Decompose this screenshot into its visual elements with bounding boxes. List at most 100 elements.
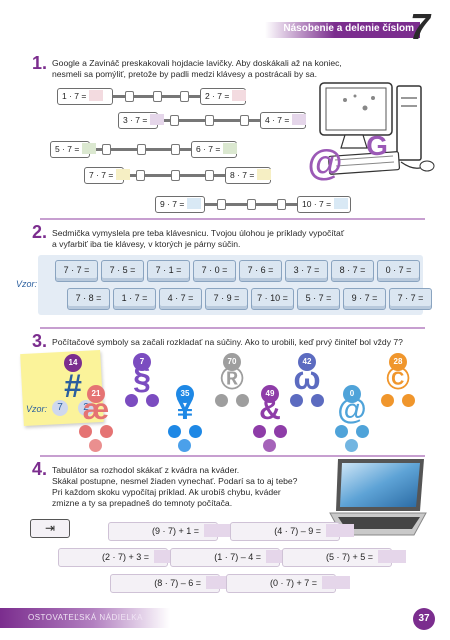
computer-symbol: ¥ [176, 393, 194, 426]
swing-ring [205, 115, 214, 126]
task3-example-label: Vzor: [26, 404, 48, 414]
swing-ring [136, 144, 146, 155]
swing-ring [277, 199, 286, 210]
factor-circle [402, 394, 415, 407]
swing-ring [152, 91, 162, 102]
keyboard-key: 7 · 7 = [55, 260, 98, 282]
swing-key-label: 10 · 7 = [302, 199, 332, 209]
answer-box[interactable] [292, 114, 307, 125]
swing-ring [171, 144, 180, 155]
swing-ring [205, 170, 214, 181]
chapter-title: Násobenie a delenie číslom [283, 23, 414, 34]
swing-key: 7 · 7 = [84, 167, 131, 184]
keyboard-key: 7 · 9 = [205, 288, 248, 310]
factor-circle [381, 394, 394, 407]
google-logo: G [366, 130, 388, 161]
separator-2 [40, 327, 425, 329]
separator-3 [40, 455, 425, 457]
computer-illustration [319, 82, 435, 175]
swing-key-label: 1 · 7 = [62, 91, 87, 101]
swing-ring [180, 91, 189, 102]
symbol-value-badge: 70 [223, 353, 241, 371]
answer-box[interactable] [257, 169, 272, 180]
keyboard-key: 8 · 7 = [331, 260, 374, 282]
footer-band [0, 608, 170, 628]
jump-block-expression: (4 · 7) – 9 = [274, 526, 321, 536]
swing-key-label: 8 · 7 = [230, 170, 255, 180]
keyboard-key: 5 · 7 = [297, 288, 340, 310]
factor-circle [146, 394, 159, 407]
task2-text-line1: Sedmička vymyslela pre teba klávesnicu. … [52, 228, 345, 238]
computer-symbol: æ [82, 393, 110, 426]
page-number: 37 [413, 608, 435, 630]
task2-text-line2: a vyfarbiť iba tie klávesy, v ktorých je… [52, 239, 241, 249]
swing-ring [240, 115, 249, 126]
jump-block: (8 · 7) – 6 = [110, 574, 234, 593]
symbol-value-badge: 28 [389, 353, 407, 371]
task4-text-line1: Tabulátor sa rozhodol skákať z kvádra na… [52, 465, 240, 475]
jump-block: (5 · 7) + 5 = [282, 548, 406, 567]
swing-key: 4 · 7 = [260, 112, 307, 129]
task4-number: 4. [32, 459, 48, 479]
answer-box[interactable] [89, 90, 104, 101]
keyboard-key: 7 · 7 = [389, 288, 432, 310]
keyboard-key: 9 · 7 = [343, 288, 386, 310]
swing-key-label: 6 · 7 = [196, 144, 221, 154]
swing-key-label: 4 · 7 = [265, 115, 290, 125]
swing-ring [125, 91, 134, 102]
answer-box[interactable] [116, 169, 131, 180]
swing-ring [170, 170, 180, 181]
example-top-badge: 14 [64, 354, 82, 372]
symbol-value-badge: 49 [261, 385, 279, 403]
swing-ring [102, 144, 111, 155]
swing-key-label: 3 · 7 = [123, 115, 148, 125]
symbol-value-badge: 35 [176, 385, 194, 403]
keyboard-key: 7 · 5 = [101, 260, 144, 282]
header-band [265, 22, 420, 38]
jump-block-expression: (8 · 7) – 6 = [154, 578, 201, 588]
factor-circle [236, 394, 249, 407]
task4-text-line2: Skákal postupne, nesmel žiaden vynechať.… [52, 476, 298, 486]
factor-circle [178, 439, 191, 452]
computer-symbol: & [259, 393, 281, 426]
symbol-value-badge: 21 [87, 385, 105, 403]
swing-key: 5 · 7 = [50, 141, 97, 158]
factor-circle [290, 394, 303, 407]
tab-key: ⇥ [30, 519, 70, 538]
answer-box[interactable] [150, 114, 165, 125]
at-logo: @ [307, 142, 343, 183]
jump-block: (1 · 7) – 4 = [170, 548, 294, 567]
laptop-illustration [329, 459, 427, 536]
factor-circle [100, 425, 113, 438]
factor-circle [335, 425, 348, 438]
answer-box[interactable] [378, 550, 406, 563]
answer-box[interactable] [322, 576, 350, 589]
task3-number: 3. [32, 331, 48, 351]
swing-key-label: 5 · 7 = [55, 144, 80, 154]
swing-ring [247, 199, 256, 210]
swing-key-label: 9 · 7 = [160, 199, 185, 209]
jump-block: (0 · 7) + 7 = [226, 574, 350, 593]
example-left-factor: 7 [52, 400, 68, 416]
computer-symbol: © [386, 360, 410, 396]
answer-box[interactable] [187, 198, 202, 209]
factor-circle [274, 425, 287, 438]
answer-box[interactable] [204, 524, 232, 537]
task1-text-line1: Google a Zavináč preskakovali hojdacie l… [52, 58, 342, 68]
answer-box[interactable] [223, 143, 238, 154]
footer-text: OSTOVATEĽSKÁ NÁDIELKA [28, 613, 143, 622]
answer-box[interactable] [326, 524, 354, 537]
factor-circle [89, 439, 102, 452]
factor-circle [125, 394, 138, 407]
swing-ring [217, 199, 226, 210]
jump-block: (4 · 7) – 9 = [230, 522, 354, 541]
factor-circle [311, 394, 324, 407]
task1-text-line2: nesmeli sa pomýliť, pretože by padli med… [52, 69, 317, 79]
answer-box[interactable] [232, 90, 247, 101]
jump-block-expression: (5 · 7) + 5 = [325, 552, 373, 562]
separator-1 [40, 218, 425, 220]
swing-key-label: 7 · 7 = [89, 170, 114, 180]
answer-box[interactable] [334, 198, 349, 209]
answer-box[interactable] [82, 143, 97, 154]
factor-circle [263, 439, 276, 452]
